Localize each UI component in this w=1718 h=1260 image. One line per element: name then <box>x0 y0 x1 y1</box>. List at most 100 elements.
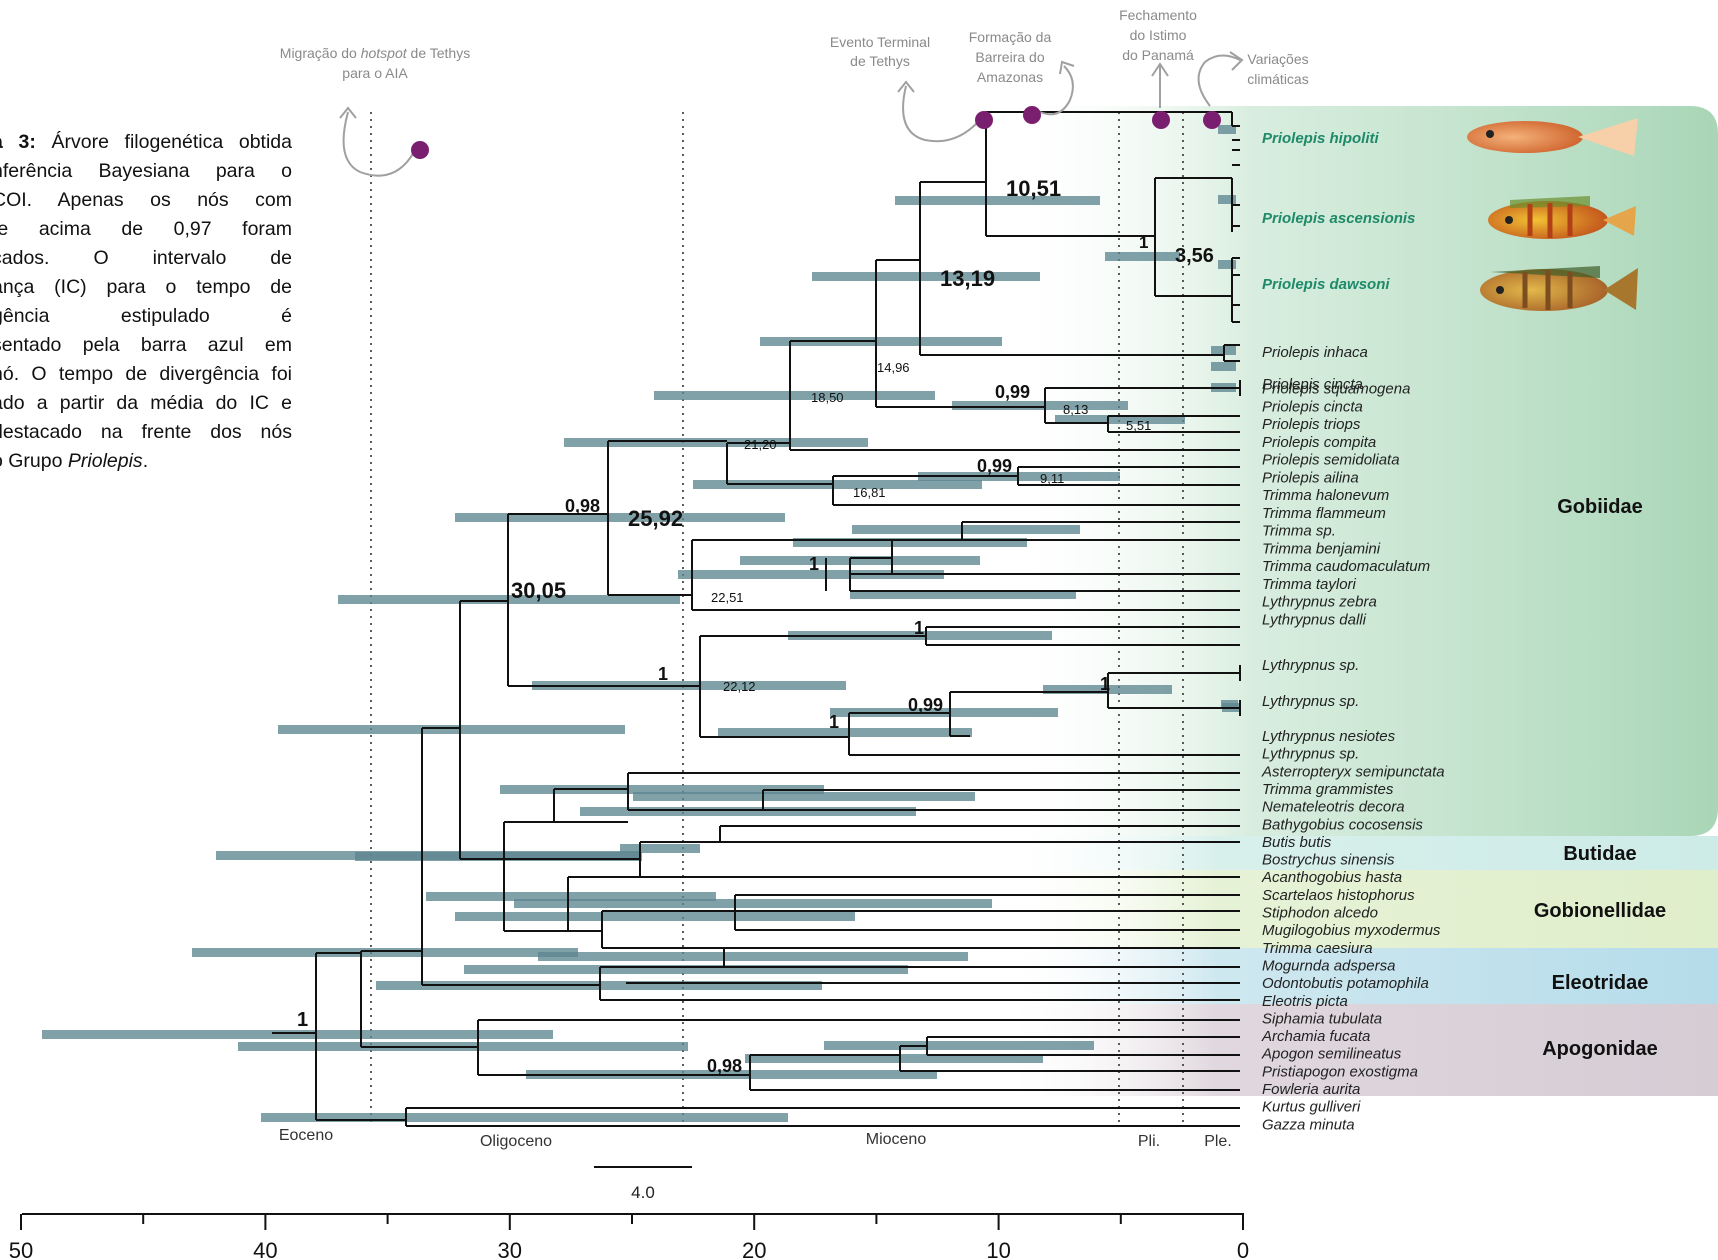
node-label: 0,99 <box>995 382 1030 402</box>
ci-bar <box>1218 195 1236 204</box>
ci-bar <box>760 337 1002 346</box>
caption-line: te acima de 0,97 foram <box>0 218 292 240</box>
ci-bar <box>514 899 992 908</box>
ci-bar <box>1211 362 1236 371</box>
event-climatic-variation: Variações climáticas <box>1197 51 1309 129</box>
family-label: Butidae <box>1563 843 1636 865</box>
event-marker-dot <box>1203 111 1221 129</box>
ci-bar <box>538 952 968 961</box>
ci-bar <box>740 556 980 565</box>
node-label: 14,96 <box>877 360 910 375</box>
node-label: 25,92 <box>628 506 683 531</box>
taxon-label: Trimma flammeum <box>1262 505 1386 522</box>
epoch-oligocene: Oligoceno <box>480 1133 552 1150</box>
taxon-label: Fowleria aurita <box>1262 1081 1360 1098</box>
node-label: 1 <box>829 712 839 732</box>
ci-bar <box>564 438 868 447</box>
event-amazon-barrier: Formação da Barreira do Amazonas <box>969 29 1075 124</box>
taxon-label: Trimma halonevum <box>1262 487 1389 504</box>
event-climate-line1: Variações <box>1247 51 1308 67</box>
fish-photo-priolepis-dawsoni <box>1480 266 1638 311</box>
event-panama-closure: Fechamento do Istimo do Panamá <box>1119 7 1197 129</box>
taxon-label: Trimma grammistes <box>1262 781 1394 798</box>
ci-bar <box>620 844 700 853</box>
taxon-label: Siphamia tubulata <box>1262 1010 1382 1027</box>
caption-line: o Grupo Priolepis. <box>0 450 149 472</box>
family-label: Eleotridae <box>1552 972 1649 994</box>
caption-line: sentado pela barra azul em <box>0 334 292 356</box>
event-tethys-line2: para o AIA <box>342 65 408 81</box>
epoch-pliocene: Pli. <box>1138 1133 1160 1150</box>
node-label: 1 <box>809 554 819 574</box>
family-label: Gobionellidae <box>1534 900 1666 922</box>
family-labels: GobiidaeButidaeGobionellidaeEleotridaeAp… <box>1534 496 1666 1060</box>
node-label: 22,12 <box>723 679 756 694</box>
taxon-label: Trimma caudomaculatum <box>1262 558 1430 575</box>
tree-branches <box>272 111 1241 1127</box>
event-amazon-line3: Amazonas <box>977 69 1043 85</box>
node-label: 0,98 <box>707 1056 742 1076</box>
ci-bar <box>654 391 935 400</box>
node-label: 13,19 <box>940 266 995 291</box>
axis-tick-label: 20 <box>742 1238 766 1260</box>
taxon-label: Priolepis triops <box>1262 416 1361 433</box>
taxon-label: Kurtus gulliveri <box>1262 1099 1361 1116</box>
taxon-label: Lythrypnus nesiotes <box>1262 728 1396 745</box>
ci-bar <box>1105 252 1180 261</box>
taxon-label: Lythrypnus dalli <box>1262 611 1367 628</box>
taxon-label: Acanthogobius hasta <box>1261 869 1402 886</box>
ci-bar <box>192 948 578 957</box>
ci-bar <box>852 525 1080 534</box>
taxon-label: Trimma benjamini <box>1262 540 1381 557</box>
axis-tick-label: 10 <box>986 1238 1010 1260</box>
fish-photo-priolepis-hipoliti <box>1467 118 1638 156</box>
node-label: 1 <box>297 1009 308 1031</box>
event-amazon-line1: Formação da <box>969 29 1052 45</box>
event-amazon-line2: Barreira do <box>975 49 1044 65</box>
ci-bar <box>580 807 916 816</box>
ci-bar <box>952 401 1128 410</box>
ci-bar <box>718 728 972 737</box>
caption-line: destacado na frente dos nós <box>0 421 292 443</box>
taxon-label: Archamia fucata <box>1261 1028 1370 1045</box>
taxon-label: Trimma caesiura <box>1262 940 1373 957</box>
event-tethys-line1-post: de Tethys <box>407 45 471 61</box>
ci-bar <box>633 792 975 801</box>
event-panama-line1: Fechamento <box>1119 7 1197 23</box>
ci-bar <box>812 272 1040 281</box>
node-label: 10,51 <box>1006 176 1061 201</box>
node-label: 0,99 <box>908 695 943 715</box>
taxon-label: Lythrypnus sp. <box>1262 657 1359 674</box>
taxon-label: Odontobutis potamophila <box>1262 975 1429 992</box>
node-label: 0,99 <box>977 456 1012 476</box>
taxon-label: Pristiapogon exostigma <box>1262 1063 1418 1080</box>
taxon-label: Trimma taylori <box>1262 576 1357 593</box>
ci-bar <box>1218 260 1236 269</box>
node-label: 3,56 <box>1175 245 1214 267</box>
node-label: 30,05 <box>511 578 566 603</box>
taxon-label: Bostrychus sinensis <box>1262 852 1395 869</box>
taxon-label: Asterropteryx semipunctata <box>1261 763 1445 780</box>
node-label: 1 <box>1139 233 1148 252</box>
event-terminal-line2: de Tethys <box>850 53 910 69</box>
event-panama-line2: do Istimo <box>1130 27 1187 43</box>
fish-photo-priolepis-ascensionis <box>1488 196 1636 239</box>
event-terminal-line1: Evento Terminal <box>830 34 930 50</box>
node-labels: 10,5113,5613,1914,960,9918,508,135,5121,… <box>297 176 1214 1076</box>
taxon-label: Priolepis cincta <box>1262 398 1363 415</box>
taxon-label: Priolepis inhaca <box>1262 344 1368 361</box>
ci-bar <box>1055 415 1185 424</box>
node-label: 9,11 <box>1040 471 1064 486</box>
ci-bar <box>678 570 944 579</box>
epoch-miocene: Mioceno <box>866 1131 927 1148</box>
node-label: 1 <box>658 664 668 684</box>
ci-bar <box>895 196 1100 205</box>
caption-line: ança (IC) para o tempo de <box>0 276 292 298</box>
ci-bar <box>693 480 982 489</box>
ci-bar <box>824 1041 1094 1050</box>
taxon-label: Apogon semilineatus <box>1261 1046 1402 1063</box>
ci-bar <box>500 785 824 794</box>
figure-caption: a 3: Árvore filogenética obtidanferência… <box>0 128 292 476</box>
event-climate-line2: climáticas <box>1247 71 1308 87</box>
